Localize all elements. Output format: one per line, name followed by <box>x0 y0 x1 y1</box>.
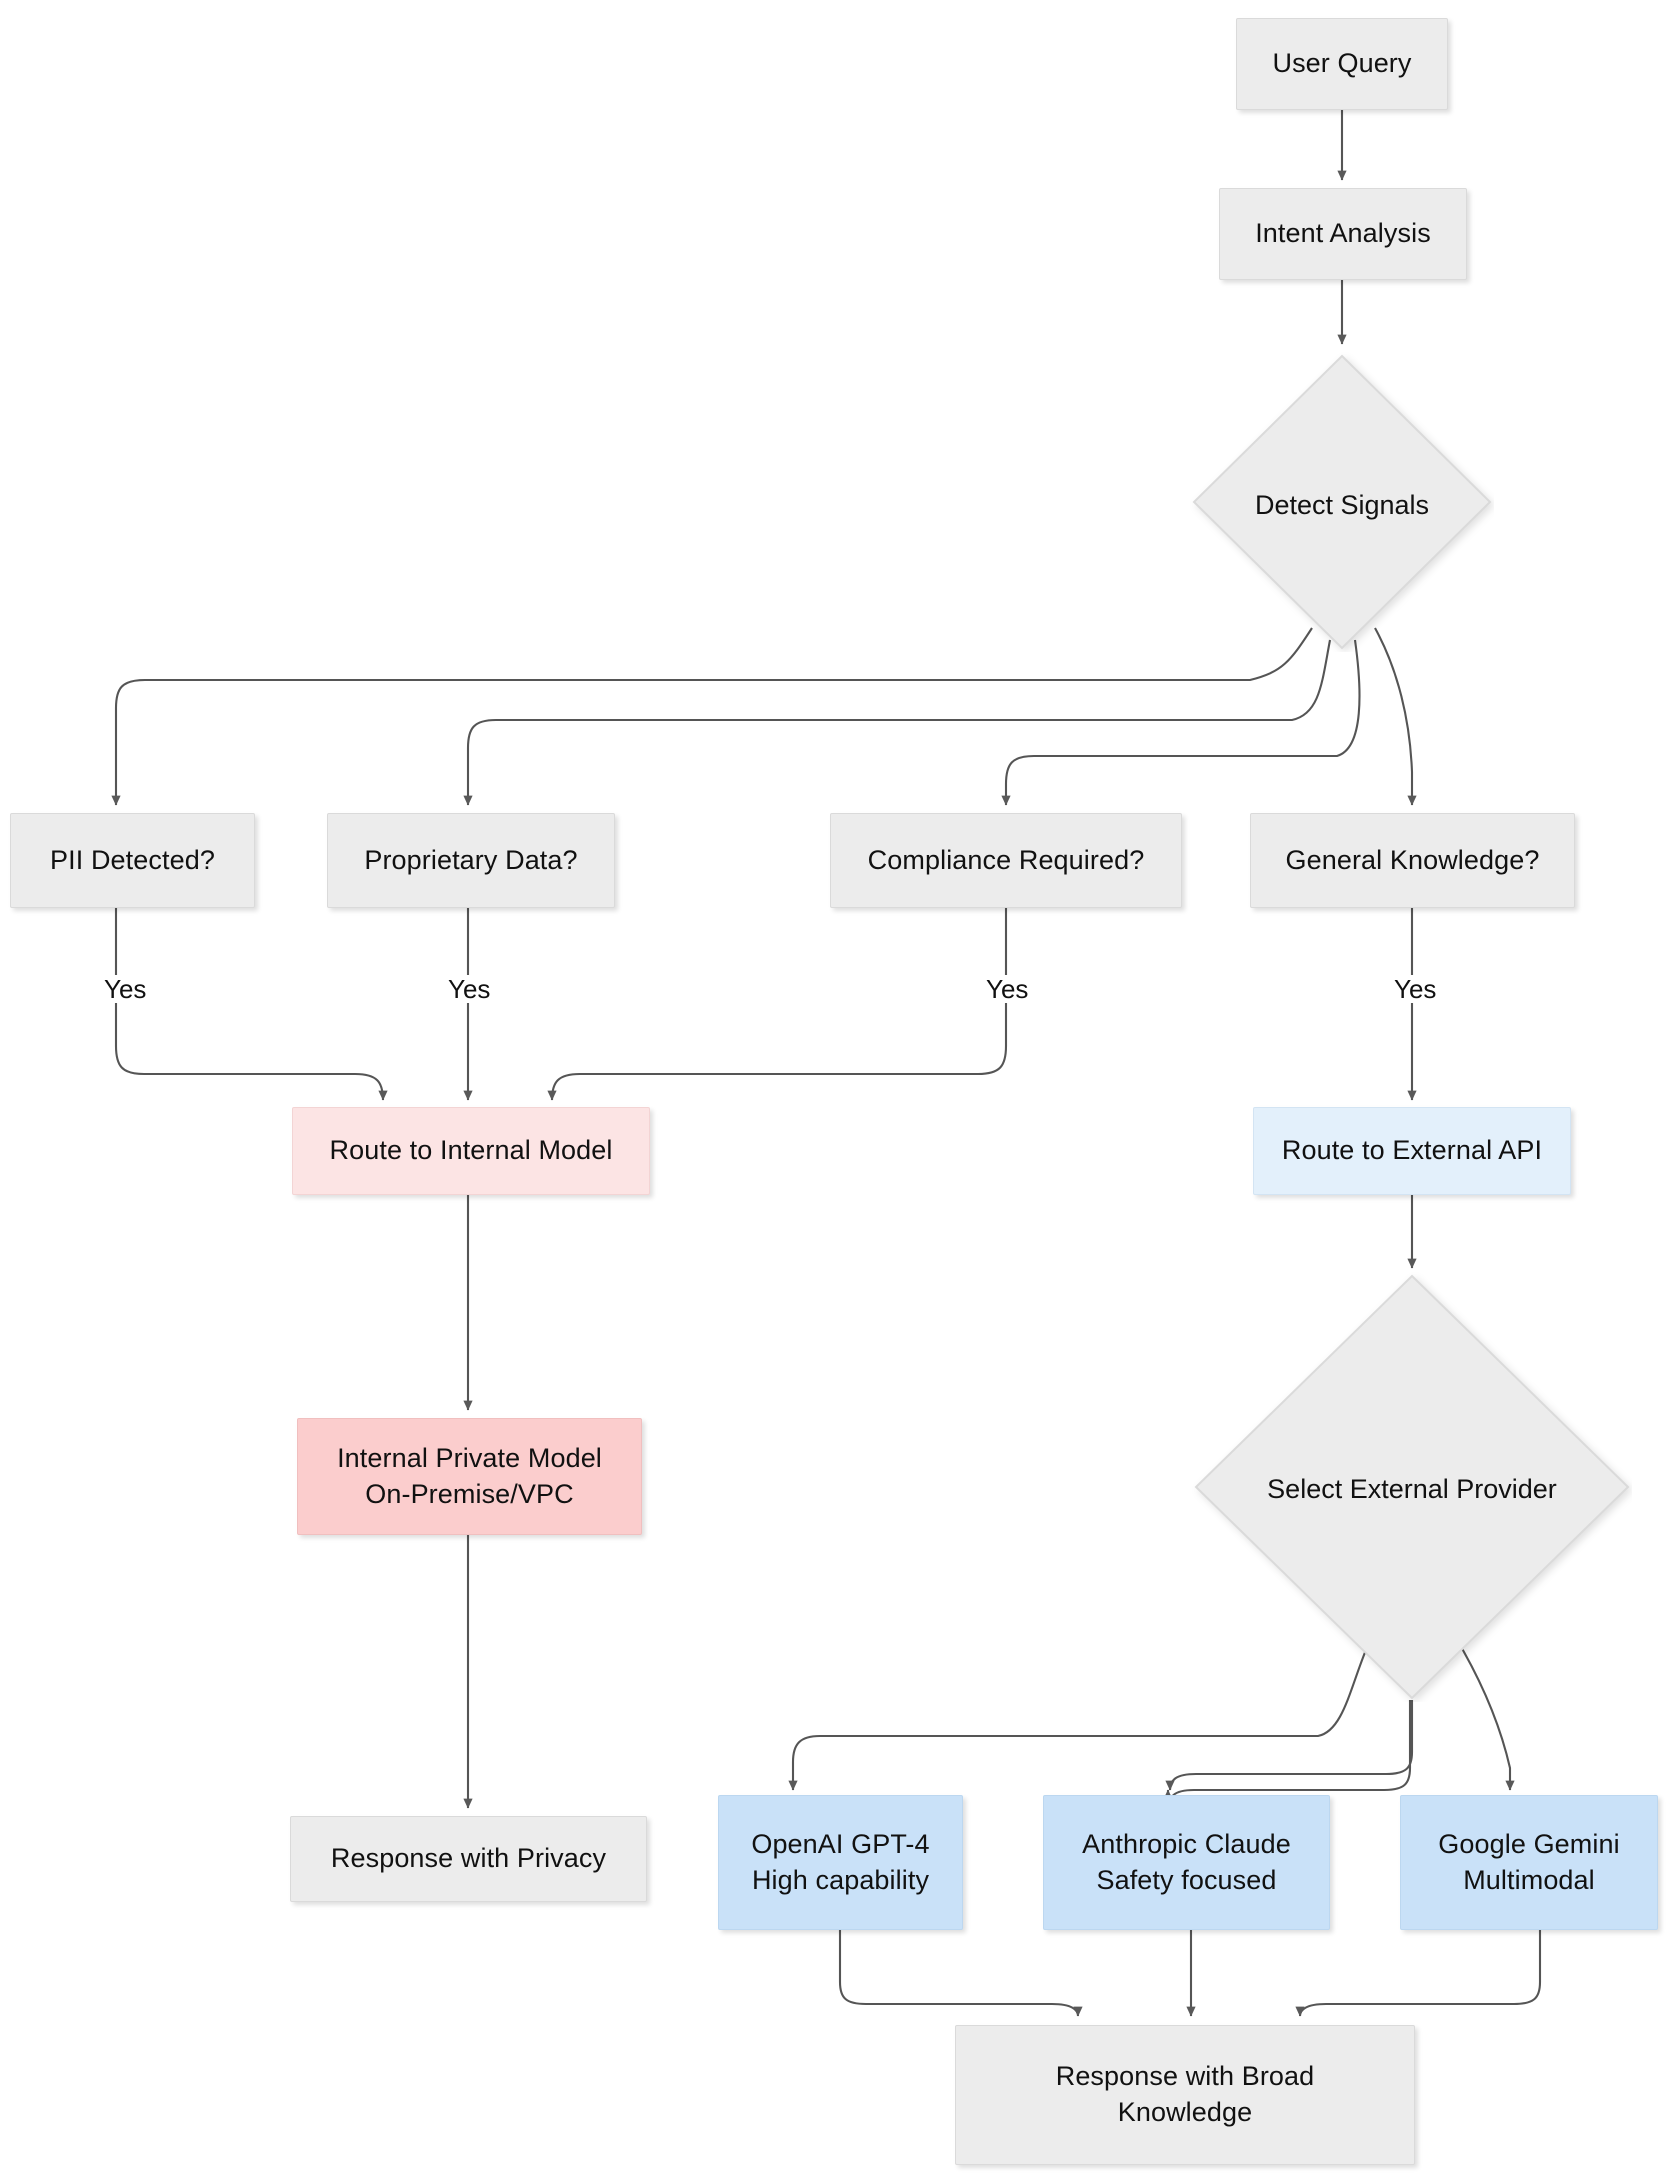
edge-label-compliance-yes: Yes <box>982 975 1033 1003</box>
node-route-to-internal-model-label: Route to Internal Model <box>329 1135 613 1166</box>
node-route-to-external-api[interactable]: Route to External API <box>1253 1107 1571 1195</box>
node-pii-detected-label: PII Detected? <box>50 844 215 875</box>
edge-openai-to-response-broad <box>838 1930 1083 2017</box>
node-proprietary-data[interactable]: Proprietary Data? <box>327 813 615 908</box>
node-openai-gpt4-line2: High capability <box>751 1864 930 1895</box>
node-general-knowledge[interactable]: General Knowledge? <box>1250 813 1575 908</box>
edge-compliance-to-route-internal <box>547 908 1008 1101</box>
edge-detect-signals-to-compliance <box>1001 639 1361 806</box>
node-intent-analysis[interactable]: Intent Analysis <box>1219 188 1467 280</box>
edge-label-proprietary-yes: Yes <box>444 975 495 1003</box>
node-select-external-provider[interactable]: Select External Provider <box>1192 1272 1632 1702</box>
node-compliance-required[interactable]: Compliance Required? <box>830 813 1182 908</box>
edge-select-provider-to-anthropic-drop <box>1165 1700 1414 1791</box>
edge-detect-signals-to-proprietary <box>463 639 1332 806</box>
node-pii-detected[interactable]: PII Detected? <box>10 813 255 908</box>
node-anthropic-claude[interactable]: Anthropic Claude Safety focused <box>1043 1795 1330 1930</box>
node-google-gemini-line2: Multimodal <box>1463 1864 1595 1895</box>
edge-label-pii-yes: Yes <box>100 975 151 1003</box>
node-response-with-broad-knowledge[interactable]: Response with Broad Knowledge <box>955 2025 1415 2165</box>
node-anthropic-claude-line1: Anthropic Claude <box>1082 1828 1291 1859</box>
node-openai-gpt4-line1: OpenAI GPT-4 <box>751 1828 930 1859</box>
node-user-query[interactable]: User Query <box>1236 18 1448 110</box>
node-internal-private-model-line2: On-Premise/VPC <box>365 1478 574 1509</box>
edge-label-general-yes: Yes <box>1390 975 1441 1003</box>
node-intent-analysis-label: Intent Analysis <box>1255 218 1431 249</box>
node-google-gemini-line1: Google Gemini <box>1438 1828 1620 1859</box>
select-external-provider-diamond-shape <box>1194 1274 1630 1700</box>
node-internal-private-model[interactable]: Internal Private Model On-Premise/VPC <box>297 1418 642 1535</box>
node-select-external-provider-label: Select External Provider <box>1267 1474 1557 1504</box>
node-response-with-privacy[interactable]: Response with Privacy <box>290 1816 647 1902</box>
node-response-with-broad-knowledge-line1: Response with Broad <box>1055 2061 1315 2092</box>
node-proprietary-data-label: Proprietary Data? <box>364 844 578 875</box>
node-user-query-label: User Query <box>1272 48 1412 79</box>
node-internal-private-model-line1: Internal Private Model <box>337 1442 602 1473</box>
node-general-knowledge-label: General Knowledge? <box>1285 844 1540 875</box>
edge-pii-to-route-internal <box>114 908 388 1101</box>
node-response-with-privacy-label: Response with Privacy <box>330 1843 607 1874</box>
node-route-to-internal-model[interactable]: Route to Internal Model <box>292 1107 650 1195</box>
node-response-with-broad-knowledge-line2: Knowledge <box>1117 2097 1253 2127</box>
node-route-to-external-api-label: Route to External API <box>1281 1135 1543 1166</box>
node-google-gemini[interactable]: Google Gemini Multimodal <box>1400 1795 1658 1930</box>
node-openai-gpt4[interactable]: OpenAI GPT-4 High capability <box>718 1795 963 1930</box>
edge-detect-signals-to-general <box>1374 627 1417 806</box>
edge-detect-signals-to-pii <box>111 627 1313 806</box>
node-detect-signals[interactable]: Detect Signals <box>1190 352 1494 652</box>
detect-signals-diamond-shape <box>1192 354 1492 650</box>
node-anthropic-claude-line2: Safety focused <box>1096 1864 1277 1895</box>
node-compliance-required-label: Compliance Required? <box>867 844 1145 875</box>
node-detect-signals-label: Detect Signals <box>1254 490 1430 520</box>
edge-google-to-response-broad <box>1295 1930 1542 2017</box>
